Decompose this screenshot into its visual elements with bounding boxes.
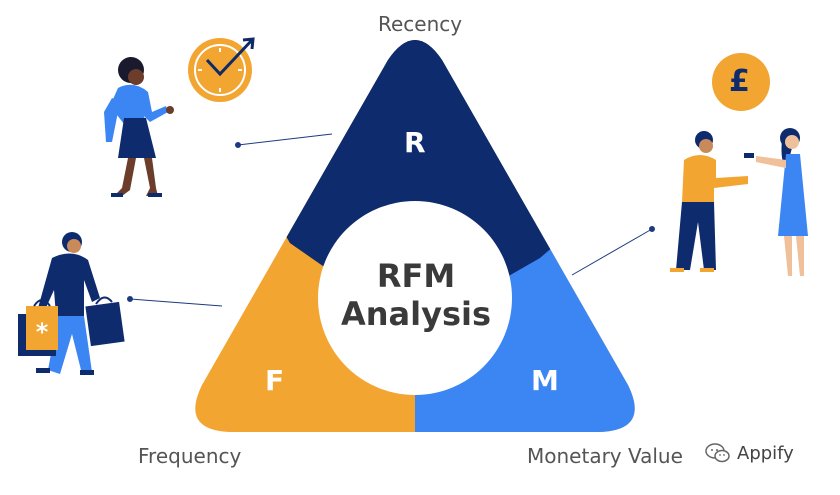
frequency-letter: F <box>265 364 285 397</box>
walking-woman-illustration <box>104 57 174 197</box>
recency-letter: R <box>404 126 426 159</box>
brand-name: Appify <box>737 442 794 464</box>
connector-recency <box>237 133 333 146</box>
wechat-icon <box>705 443 730 463</box>
clock-icon <box>188 37 255 102</box>
monetary-letter: M <box>531 364 559 397</box>
payment-couple-illustration <box>670 128 808 276</box>
center-title-line1: RFM <box>376 257 456 295</box>
brand-watermark: Appify <box>705 442 794 464</box>
svg-text:*: * <box>36 318 49 346</box>
recency-label: Recency <box>378 12 463 36</box>
monetary-value-label: Monetary Value <box>527 444 683 468</box>
connector-frequency <box>129 298 223 307</box>
pound-symbol: £ <box>729 64 750 99</box>
center-title-line2: Analysis <box>340 295 492 333</box>
connector-monetary <box>571 228 653 276</box>
frequency-label: Frequency <box>138 444 242 468</box>
center-circle <box>318 201 512 395</box>
shopper-illustration: * <box>18 232 125 375</box>
pound-coin-icon <box>712 53 770 111</box>
